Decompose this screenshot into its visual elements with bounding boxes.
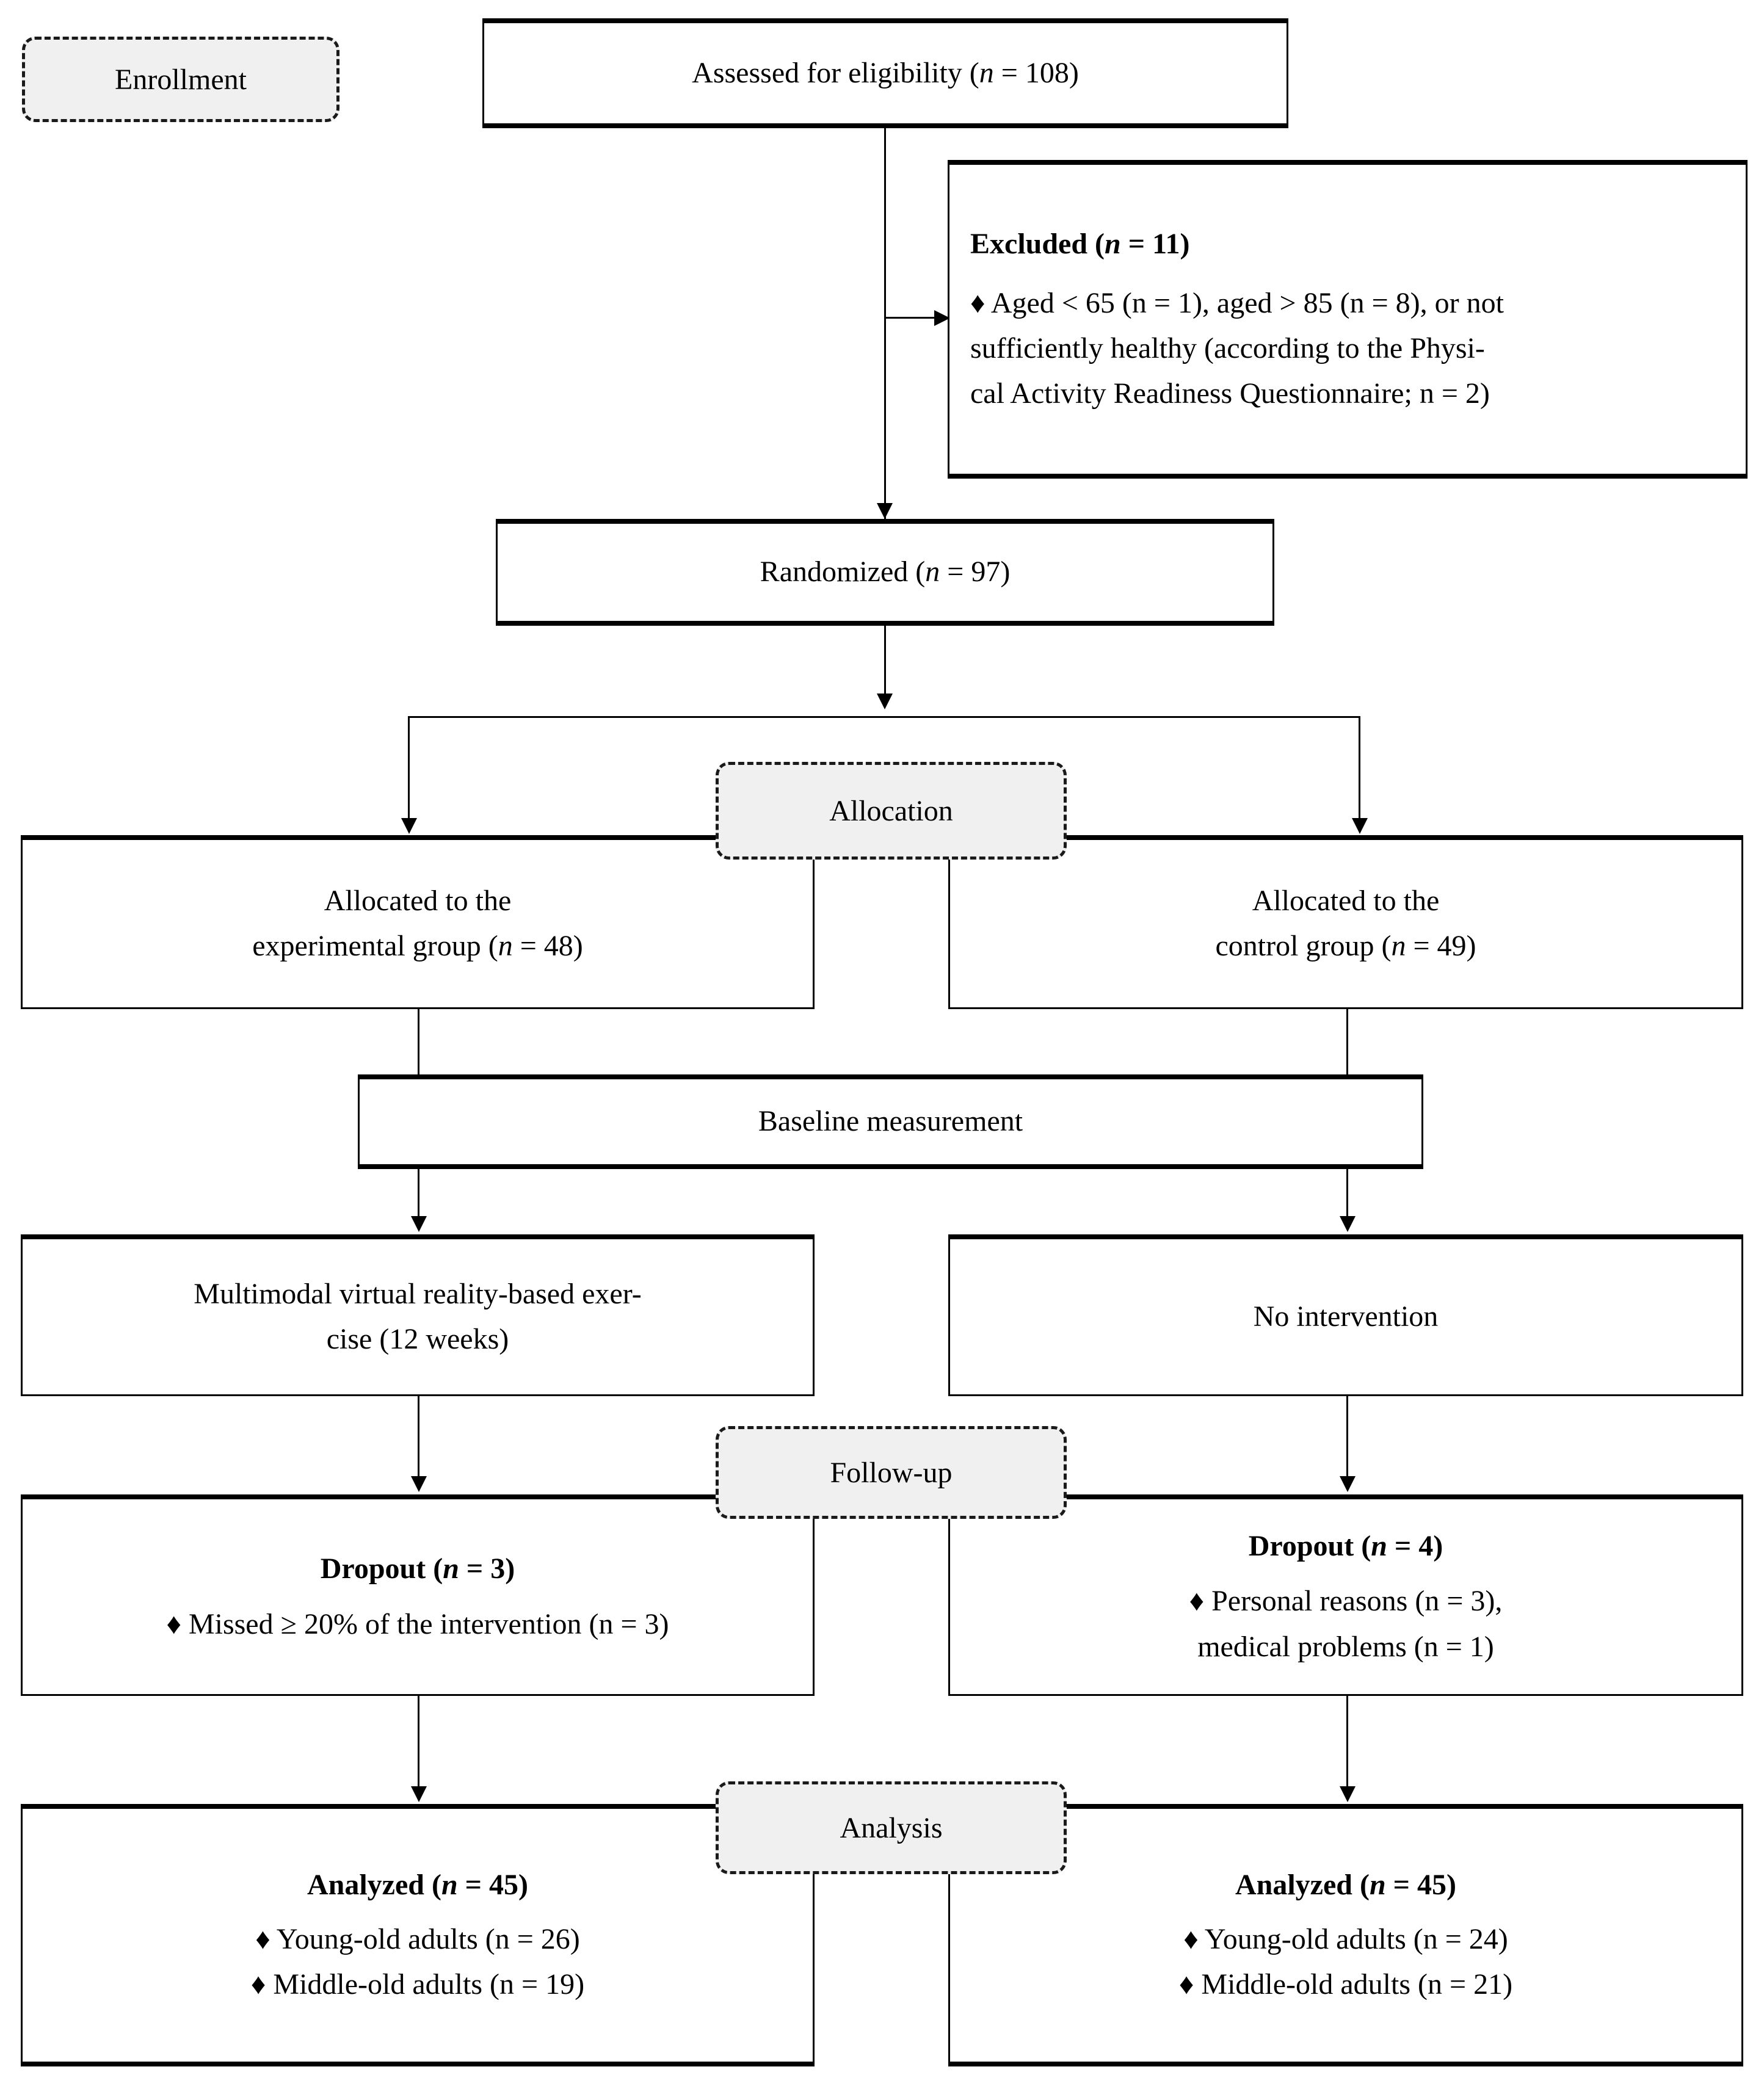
n-italic: n: [979, 56, 994, 89]
node-allocated-control: Allocated to the control group (n = 49): [948, 835, 1743, 1009]
n-italic: n: [498, 930, 513, 962]
stage-label-followup-text: Follow-up: [830, 1456, 953, 1489]
node-dropout-experimental-line-1: ♦ Missed ≥ 20% of the intervention (n = …: [166, 1607, 669, 1640]
node-analyzed-experimental-heading: Analyzed (n = 45): [307, 1869, 529, 1902]
stage-label-enrollment-text: Enrollment: [115, 63, 247, 96]
connector-dropout-ctrl-to-analyzed: [1346, 1696, 1348, 1797]
node-allocated-control-line-2: control group (n = 49): [1215, 930, 1476, 962]
connector-dropout-exp-to-analyzed: [418, 1696, 419, 1797]
node-excluded-reason-line-1: ♦ Aged < 65 (n = 1), aged > 85 (n = 8), …: [970, 286, 1504, 319]
arrowhead-to-intervention-exp: [411, 1216, 427, 1232]
stage-label-analysis: Analysis: [716, 1781, 1067, 1874]
node-allocated-experimental-line-2: experimental group (n = 48): [252, 930, 583, 962]
arrowhead-to-intervention-ctrl: [1340, 1216, 1356, 1232]
node-excluded-reason-line-2: sufficiently healthy (according to the P…: [970, 332, 1485, 364]
connector-assessed-to-randomized: [884, 128, 886, 519]
n-italic: n: [441, 1869, 458, 1902]
node-allocated-control-line-1: Allocated to the: [1252, 884, 1440, 917]
node-dropout-control: Dropout (n = 4) ♦ Personal reasons (n = …: [948, 1494, 1743, 1696]
node-baseline-label: Baseline measurement: [758, 1105, 1023, 1138]
n-italic: n: [1371, 1529, 1387, 1562]
connector-assessed-to-excluded: [884, 317, 951, 319]
node-assessed-for-eligibility: Assessed for eligibility (n = 108): [482, 18, 1288, 128]
arrowhead-to-alloc-control: [1352, 818, 1368, 834]
node-analyzed-experimental: Analyzed (n = 45) ♦ Young-old adults (n …: [21, 1804, 815, 2066]
stage-label-followup: Follow-up: [716, 1426, 1067, 1519]
connector-baseline-to-intervention-ctrl: [1346, 1169, 1348, 1227]
stage-label-allocation-text: Allocation: [829, 794, 953, 827]
arrowhead-to-analyzed-exp: [411, 1786, 427, 1802]
connector-split-right: [1359, 716, 1360, 829]
node-dropout-control-line-2: medical problems (n = 1): [1197, 1630, 1494, 1663]
node-intervention-experimental-line-2: cise (12 weeks): [326, 1323, 509, 1355]
n-italic: n: [443, 1552, 459, 1585]
node-intervention-control-label: No intervention: [1253, 1300, 1439, 1333]
node-analyzed-experimental-line-1: ♦ Young-old adults (n = 26): [255, 1922, 580, 1955]
node-analyzed-control-heading: Analyzed (n = 45): [1235, 1869, 1457, 1902]
arrowhead-randomized-split: [877, 694, 893, 709]
arrowhead-to-dropout-exp: [411, 1476, 427, 1492]
node-dropout-control-line-1: ♦ Personal reasons (n = 3),: [1189, 1585, 1503, 1618]
node-randomized: Randomized (n = 97): [496, 519, 1274, 626]
node-excluded-reason-line-3: cal Activity Readiness Questionnaire; n …: [970, 377, 1490, 410]
node-intervention-experimental: Multimodal virtual reality-based exer- c…: [21, 1234, 815, 1396]
node-analyzed-control-line-1: ♦ Young-old adults (n = 24): [1183, 1922, 1508, 1955]
n-italic: n: [925, 556, 940, 588]
arrowhead-to-randomized: [877, 503, 893, 519]
node-dropout-experimental-heading: Dropout (n = 3): [320, 1552, 515, 1585]
arrowhead-to-dropout-ctrl: [1340, 1476, 1356, 1492]
connector-intervention-ctrl-to-dropout: [1346, 1396, 1348, 1488]
node-randomized-label: Randomized (n = 97): [760, 556, 1011, 588]
n-italic: n: [1105, 228, 1121, 261]
arrowhead-to-excluded: [934, 310, 950, 326]
node-intervention-control: No intervention: [948, 1234, 1743, 1396]
node-baseline-measurement: Baseline measurement: [358, 1074, 1423, 1169]
connector-split-left: [408, 716, 410, 829]
connector-alloc-exp-to-baseline: [418, 1009, 419, 1076]
node-excluded: Excluded (n = 11) ♦ Aged < 65 (n = 1), a…: [948, 160, 1748, 479]
arrowhead-to-alloc-experimental: [401, 818, 417, 834]
connector-alloc-ctrl-to-baseline: [1346, 1009, 1348, 1076]
node-analyzed-control: Analyzed (n = 45) ♦ Young-old adults (n …: [948, 1804, 1743, 2066]
node-analyzed-control-line-2: ♦ Middle-old adults (n = 21): [1178, 1968, 1513, 2001]
connector-allocation-split-bar: [408, 716, 1360, 718]
node-dropout-control-heading: Dropout (n = 4): [1248, 1529, 1443, 1562]
connector-randomized-down: [884, 626, 886, 702]
node-analyzed-experimental-line-2: ♦ Middle-old adults (n = 19): [250, 1968, 585, 2001]
stage-label-allocation: Allocation: [716, 762, 1067, 860]
stage-label-analysis-text: Analysis: [840, 1811, 943, 1844]
stage-label-enrollment: Enrollment: [22, 37, 339, 122]
node-intervention-experimental-line-1: Multimodal virtual reality-based exer-: [194, 1277, 642, 1310]
node-dropout-experimental: Dropout (n = 3) ♦ Missed ≥ 20% of the in…: [21, 1494, 815, 1696]
arrowhead-to-analyzed-ctrl: [1340, 1786, 1356, 1802]
node-allocated-experimental-line-1: Allocated to the: [324, 884, 512, 917]
connector-baseline-to-intervention-exp: [418, 1169, 419, 1227]
node-allocated-experimental: Allocated to the experimental group (n =…: [21, 835, 815, 1009]
n-italic: n: [1369, 1869, 1386, 1902]
node-assessed-label: Assessed for eligibility (n = 108): [692, 56, 1079, 89]
n-italic: n: [1391, 930, 1406, 962]
connector-intervention-exp-to-dropout: [418, 1396, 419, 1488]
node-excluded-heading: Excluded (n = 11): [970, 228, 1190, 261]
